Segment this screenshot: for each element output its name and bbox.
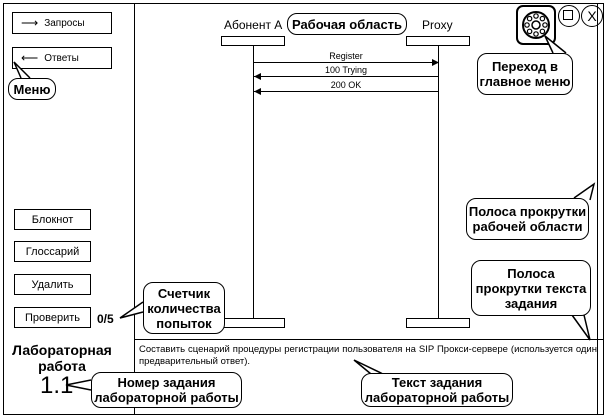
callout-home: Переход в главное меню [477,53,573,95]
lab-title: Лабораторная работа [12,342,112,374]
responses-label: Ответы [44,52,79,64]
delete-button[interactable]: Удалить [14,274,91,295]
close-icon: X [587,8,597,24]
glossary-button[interactable]: Глоссарий [14,241,91,262]
message-label: 200 OK [330,80,362,90]
callout-menu: Меню [8,78,56,100]
app-frame [3,3,604,415]
message-label: 100 Trying [324,65,368,75]
attempt-counter: 0/5 [97,312,114,326]
entity-a-label: Абонент A [224,18,283,32]
entity-b-box[interactable] [406,36,470,46]
check-button[interactable]: Проверить [14,307,91,328]
message-line[interactable] [254,62,438,63]
callout-text: Текст задания лабораторной работы [364,375,510,405]
message-line[interactable] [254,91,438,92]
entity-a-lifeline [253,46,254,318]
callout-text: Счетчик количества попыток [147,285,221,331]
arrow-left-icon: ⟵ [21,51,39,65]
left-panel-divider [134,3,135,415]
callout-task-scroll: Полоса прокрутки текста задания [471,260,591,316]
callout-counter: Счетчик количества попыток [143,282,225,334]
responses-button[interactable]: ⟵ Ответы [12,47,112,69]
home-button[interactable] [516,5,556,45]
requests-button[interactable]: ⟶ Запросы [12,12,112,34]
callout-text: Рабочая область [291,16,403,32]
workspace-scrollbar[interactable] [597,3,598,339]
entity-a-box[interactable] [221,36,285,46]
callout-task-number: Номер задания лабораторной работы [91,372,242,408]
callout-text: Номер задания лабораторной работы [94,375,239,405]
callout-workspace-scroll: Полоса прокрутки рабочей области [466,198,589,240]
task-scrollbar[interactable] [597,339,598,415]
close-button[interactable]: X [581,5,603,27]
arrowhead-left-icon [254,88,261,95]
callout-text: Полоса прокрутки текста задания [475,265,587,311]
arrow-right-icon: ⟶ [21,16,39,30]
arrowhead-left-icon [254,73,261,80]
callout-text: Переход в главное меню [479,59,571,89]
callout-workspace: Рабочая область [287,13,407,35]
callout-text: Полоса прокрутки рабочей области [468,204,587,234]
requests-label: Запросы [44,17,85,29]
entity-b-lifeline [438,46,439,318]
arrowhead-right-icon [432,59,439,66]
dial-icon [522,11,550,39]
callout-text: Меню [13,81,51,97]
message-line[interactable] [254,76,438,77]
minimize-button[interactable] [558,5,580,27]
entity-b-label: Proxy [422,18,453,32]
notepad-button[interactable]: Блокнот [14,209,91,230]
message-label: Register [329,51,363,61]
square-icon [563,10,573,20]
entity-b-bottom-box [406,318,470,328]
task-area-divider [134,339,604,340]
callout-task-text: Текст задания лабораторной работы [361,373,513,407]
task-text: Составить сценарий процедуры регистрации… [139,344,597,367]
